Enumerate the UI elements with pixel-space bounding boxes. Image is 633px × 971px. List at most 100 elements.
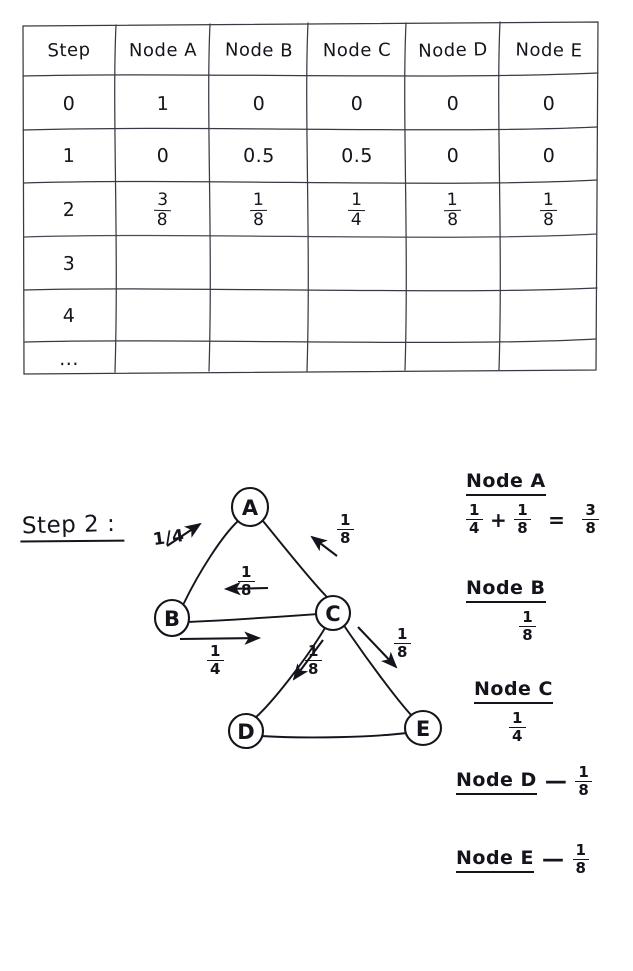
fraction-1-4: 1 4 bbox=[348, 189, 366, 230]
calc-node-c: Node C 1 4 bbox=[474, 678, 553, 744]
table-cell bbox=[406, 290, 500, 342]
calc-node-e: Node E — 1 8 bbox=[456, 843, 589, 876]
table-cell: 0.5 bbox=[242, 144, 276, 168]
calc-node-a: Node A 1 4 + 1 8 = 3 8 bbox=[466, 470, 600, 536]
calc-node-d: Node D — 1 8 bbox=[456, 765, 592, 798]
step-label: Step 2 : bbox=[20, 511, 125, 544]
fraction-numerator: 1 bbox=[351, 189, 363, 210]
calc-operator-plus: + bbox=[489, 507, 508, 532]
fraction-numerator: 1 bbox=[522, 608, 534, 626]
table-cell: 0 bbox=[156, 144, 170, 168]
calc-node-b: Node B 1 8 bbox=[466, 577, 546, 643]
table-cell: 0 bbox=[446, 144, 460, 168]
edge-label-c-to-a: 1 8 bbox=[337, 513, 354, 546]
fraction-numerator: 1 bbox=[512, 709, 523, 727]
node-contribution-calculations: Node A 1 4 + 1 8 = 3 8 Node B 1 8 bbox=[450, 470, 633, 970]
table-row: 4 bbox=[62, 304, 76, 328]
fraction-denominator: 8 bbox=[153, 209, 172, 230]
fraction-numerator: 1 bbox=[578, 763, 589, 781]
table-cell: 1 bbox=[156, 92, 170, 116]
calc-body-node-a: 1 4 + 1 8 = 3 8 bbox=[466, 501, 600, 536]
calc-term-1-8: 1 8 bbox=[519, 608, 537, 643]
calc-term-1-8: 1 8 bbox=[572, 841, 589, 876]
edge-label-b-to-c: 1 4 bbox=[207, 644, 224, 677]
table-cell: 0 bbox=[446, 92, 460, 116]
calc-title-node-b: Node B bbox=[466, 577, 546, 603]
fraction-numerator: 3 bbox=[585, 501, 597, 519]
arrow-b-to-c bbox=[179, 631, 262, 645]
node-b-circle bbox=[153, 598, 191, 638]
fraction-denominator: 8 bbox=[394, 643, 411, 660]
table-cell-fraction: 1 8 bbox=[406, 182, 500, 238]
table-cell bbox=[500, 238, 598, 290]
table-cell bbox=[210, 342, 308, 376]
node-b-label: B bbox=[164, 607, 180, 631]
table-row-ellipsis: ... bbox=[59, 347, 79, 371]
step-label-underline bbox=[20, 539, 125, 543]
fraction-denominator: 4 bbox=[348, 209, 366, 230]
fraction-denominator: 8 bbox=[305, 660, 322, 677]
calc-equals-sign: = bbox=[548, 507, 566, 532]
calc-title-node-a: Node A bbox=[466, 470, 546, 496]
calc-title-node-e: Node E bbox=[456, 847, 535, 873]
table-cell bbox=[210, 290, 308, 342]
table-cell bbox=[116, 342, 210, 376]
calc-result-3-8: 3 8 bbox=[582, 501, 600, 536]
node-c-circle bbox=[314, 594, 352, 632]
fraction-denominator: 8 bbox=[519, 626, 537, 643]
calc-dash: — bbox=[542, 847, 565, 872]
arrow-c-to-a bbox=[310, 535, 338, 557]
edge-a-c bbox=[262, 520, 328, 598]
fraction-1-8: 1 8 bbox=[250, 189, 268, 230]
edge-b-c bbox=[186, 613, 319, 623]
table-cell: 0 bbox=[350, 92, 364, 116]
fraction-numerator: 1 bbox=[543, 189, 555, 210]
table-cell bbox=[210, 238, 308, 290]
table-row: 3 bbox=[62, 252, 76, 276]
fraction-numerator: 1 bbox=[575, 841, 586, 859]
fraction-denominator: 8 bbox=[582, 519, 600, 536]
table-cell-fraction: 1 8 bbox=[500, 182, 598, 238]
table-header-node-a: Node A bbox=[128, 39, 198, 61]
calc-body-node-c: 1 4 bbox=[474, 711, 553, 744]
fraction-3-8: 3 8 bbox=[153, 189, 172, 230]
edge-label-c-to-e: 1 8 bbox=[394, 627, 411, 660]
fraction-numerator: 1 bbox=[517, 501, 529, 519]
calc-term-1-4: 1 4 bbox=[509, 711, 526, 744]
calc-title-node-c: Node C bbox=[474, 678, 553, 704]
table-cell bbox=[308, 290, 406, 342]
table-row: 1 bbox=[62, 144, 76, 168]
table-header-node-e: Node E bbox=[515, 38, 583, 62]
table-cell-fraction: 3 8 bbox=[116, 182, 210, 238]
fraction-1-8: 1 8 bbox=[540, 189, 558, 230]
node-a-circle bbox=[230, 486, 270, 528]
fraction-numerator: 1 bbox=[253, 189, 265, 210]
fraction-denominator: 8 bbox=[540, 209, 558, 230]
table-cell bbox=[406, 238, 500, 290]
node-d-circle bbox=[227, 712, 265, 750]
calc-body-node-b: 1 8 bbox=[466, 610, 546, 643]
fraction-numerator: 1 bbox=[397, 625, 408, 643]
edge-label-b-to-a: 1/4 bbox=[151, 525, 186, 551]
calc-term-1-8: 1 8 bbox=[514, 501, 532, 536]
table-header-step: Step bbox=[47, 38, 91, 62]
fraction-numerator: 1 bbox=[308, 642, 319, 660]
fraction-numerator: 3 bbox=[157, 189, 170, 210]
random-walk-table: Step Node A Node B Node C Node D Node E … bbox=[20, 20, 600, 375]
fraction-numerator: 1 bbox=[446, 189, 459, 210]
fraction-denominator: 4 bbox=[207, 660, 224, 677]
table-cell: 0 bbox=[542, 144, 556, 168]
table-cell bbox=[500, 342, 598, 376]
table-header-node-d: Node D bbox=[417, 38, 489, 62]
calc-term-1-4: 1 4 bbox=[466, 503, 483, 536]
fraction-denominator: 8 bbox=[250, 209, 268, 230]
table-cell: 0.5 bbox=[341, 144, 373, 168]
calc-term-1-8: 1 8 bbox=[575, 763, 592, 798]
table-cell: 0 bbox=[542, 92, 556, 116]
table-cell bbox=[308, 238, 406, 290]
table-row: 2 bbox=[62, 198, 76, 222]
node-d-label: D bbox=[237, 720, 254, 744]
fraction-denominator: 8 bbox=[444, 209, 463, 230]
table-header-node-b: Node B bbox=[224, 38, 294, 62]
table-cell bbox=[116, 290, 210, 342]
